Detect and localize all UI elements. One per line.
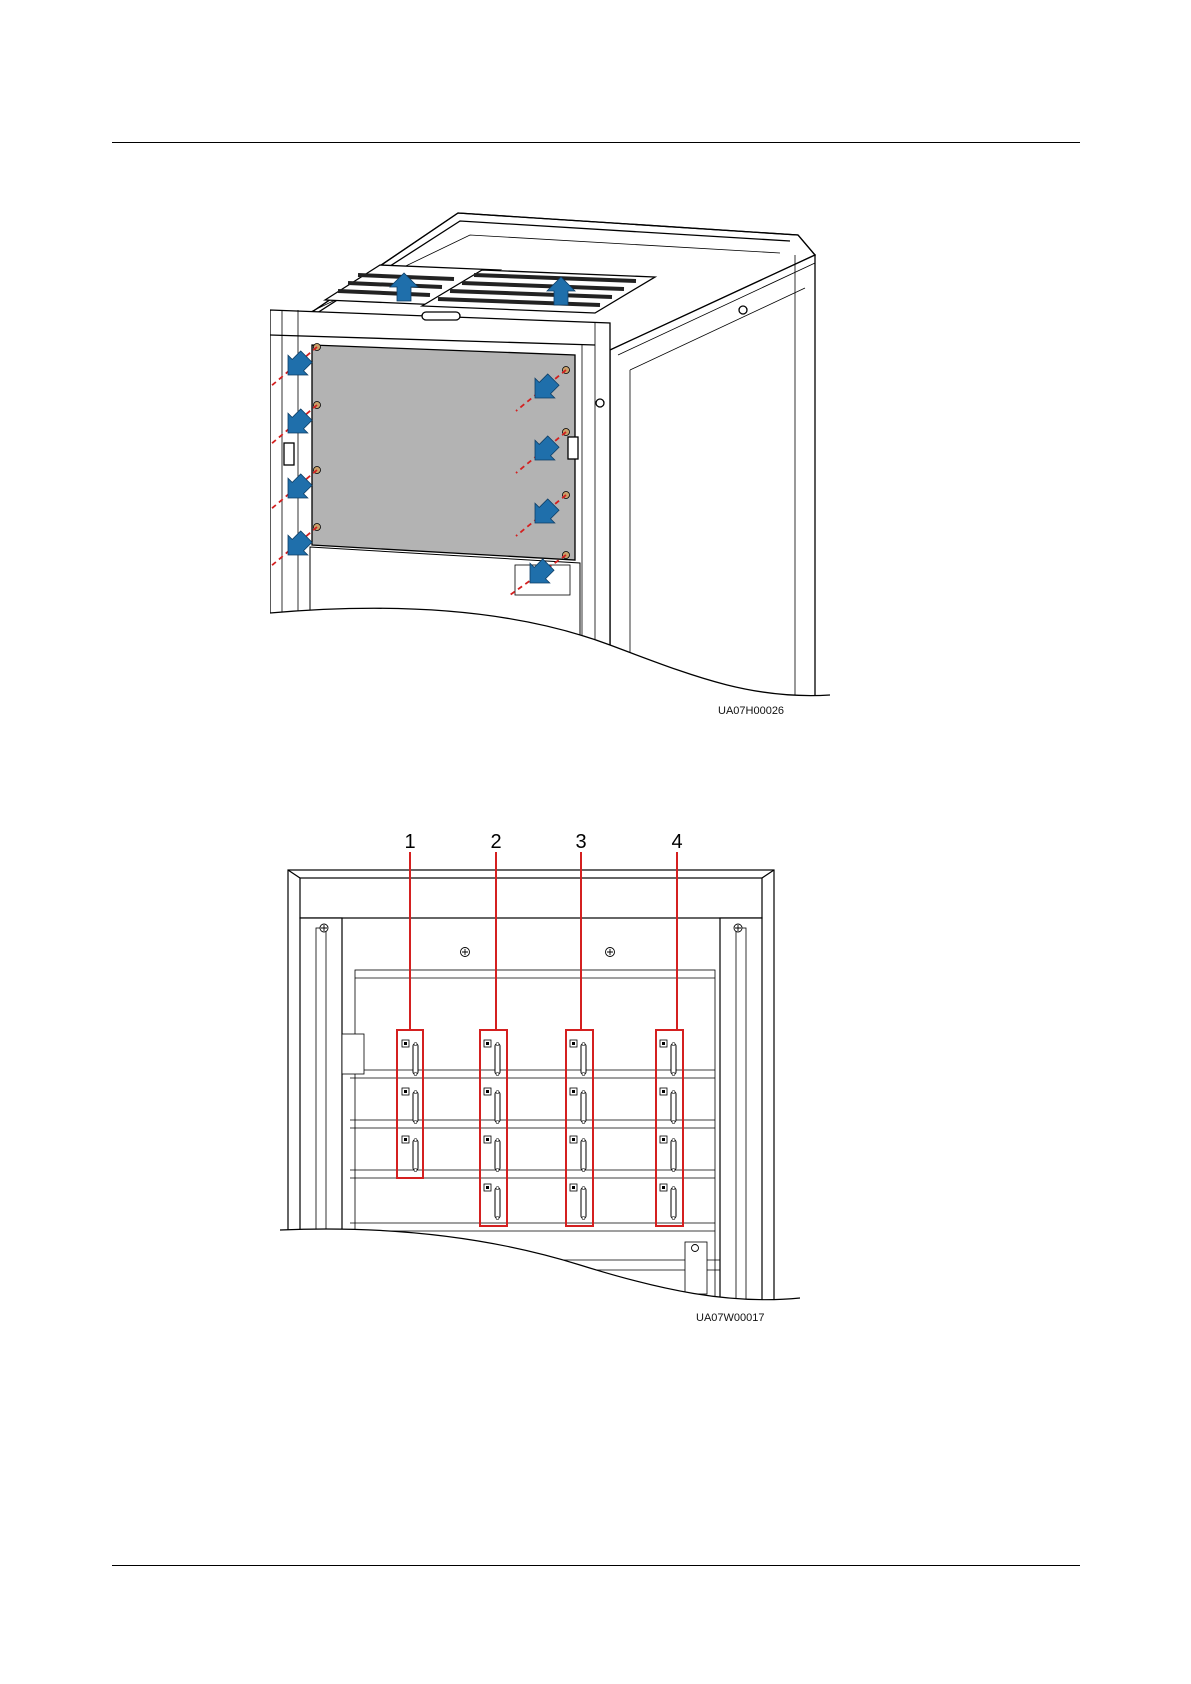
callout-4: 4 (671, 831, 682, 853)
rear-panel-removal-figure (270, 205, 830, 725)
callout-1: 1 (404, 831, 415, 853)
slot-positions-figure: 1 2 3 4 (280, 830, 800, 1310)
footer-rule (112, 1565, 1080, 1566)
callout-3: 3 (575, 831, 586, 853)
figure-code: UA07H00026 (718, 705, 784, 717)
figure-code-2: UA07W00017 (696, 1312, 765, 1324)
callout-2: 2 (490, 831, 501, 853)
header-rule (112, 142, 1080, 143)
